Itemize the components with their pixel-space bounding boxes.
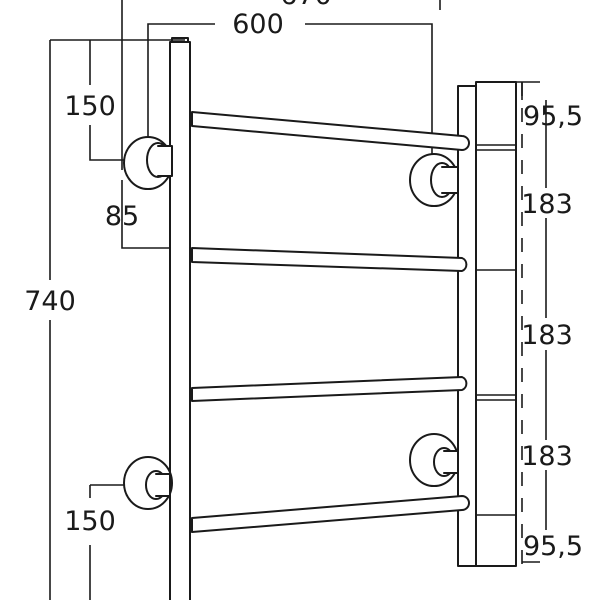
- wall-bracket-top-right: [409, 153, 459, 207]
- rail-bar-1: [191, 111, 470, 151]
- left-upright: [169, 37, 191, 600]
- dimension-labels: 670 600 740 150 85 150 95,5 183 183 183 …: [24, 0, 583, 562]
- dim-150-top: 150: [64, 91, 116, 122]
- dim-95-5-top: 95,5: [523, 101, 583, 132]
- wall-bracket-bottom-left: [123, 456, 173, 510]
- rail-bar-4: [191, 495, 470, 533]
- dim-740: 740: [24, 286, 76, 317]
- dim-183-b: 183: [521, 320, 573, 351]
- wall-bracket-bottom-right: [409, 433, 459, 487]
- dim-95-5-bottom: 95,5: [523, 531, 583, 562]
- rail-bar-2: [191, 247, 468, 272]
- dim-600: 600: [232, 9, 284, 40]
- wall-bracket-top-left: [123, 136, 173, 190]
- rail-bars: [191, 111, 470, 533]
- rail-bar-3: [191, 376, 468, 402]
- dim-183-c: 183: [521, 441, 573, 472]
- dim-85: 85: [105, 201, 139, 232]
- dim-183-a: 183: [521, 189, 573, 220]
- dim-150-bottom: 150: [64, 506, 116, 537]
- dimension-lines: [49, 0, 547, 600]
- dim-670: 670: [280, 0, 332, 11]
- right-upright: [457, 81, 517, 567]
